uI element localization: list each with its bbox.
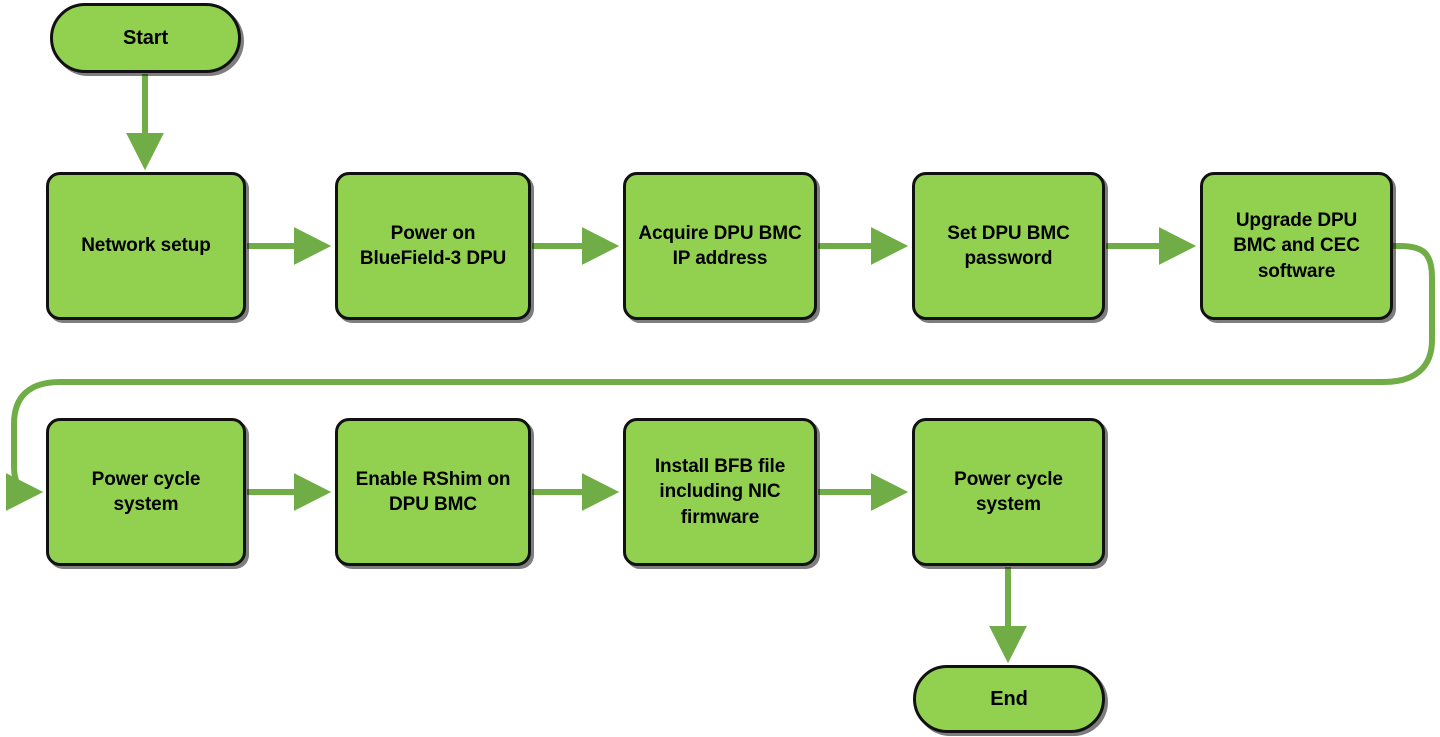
node-network-setup-label: Network setup — [81, 235, 211, 257]
node-power-on-bluefield-3-dpu-label: Power on BlueField-3 DPU — [359, 222, 507, 269]
node-install-bfb-file-including-nic-firmware[interactable]: Install BFB file including NIC firmware — [623, 418, 817, 566]
node-acquire-dpu-bmc-ip-address[interactable]: Acquire DPU BMC IP address — [623, 172, 817, 320]
node-end-label: End — [990, 687, 1028, 710]
node-power-cycle-system-2[interactable]: Power cycle system — [912, 418, 1105, 566]
node-end[interactable]: End — [913, 665, 1105, 733]
node-power-on-bluefield-3-dpu[interactable]: Power on BlueField-3 DPU — [335, 172, 531, 320]
node-upgrade-dpu-bmc-and-cec-software[interactable]: Upgrade DPU BMC and CEC software — [1200, 172, 1393, 320]
node-start-label: Start — [122, 26, 169, 49]
edge-upgrade-to-power-cycle-wrap — [5, 243, 1435, 511]
node-power-cycle-system-1-label: Power cycle system — [91, 468, 201, 515]
node-install-bfb-file-including-nic-firmware-label: Install BFB file including NIC firmware — [654, 456, 786, 528]
node-upgrade-dpu-bmc-and-cec-software-label: Upgrade DPU BMC and CEC software — [1233, 210, 1360, 282]
node-set-dpu-bmc-password[interactable]: Set DPU BMC password — [912, 172, 1105, 320]
node-acquire-dpu-bmc-ip-address-label: Acquire DPU BMC IP address — [638, 222, 802, 269]
node-start[interactable]: Start — [50, 3, 241, 73]
node-set-dpu-bmc-password-label: Set DPU BMC password — [947, 222, 1070, 269]
node-enable-rshim-on-dpu-bmc[interactable]: Enable RShim on DPU BMC — [335, 418, 531, 566]
node-power-cycle-system-2-label: Power cycle system — [954, 468, 1063, 515]
node-network-setup[interactable]: Network setup — [46, 172, 246, 320]
node-enable-rshim-on-dpu-bmc-label: Enable RShim on DPU BMC — [355, 468, 511, 515]
node-power-cycle-system-1[interactable]: Power cycle system — [46, 418, 246, 566]
